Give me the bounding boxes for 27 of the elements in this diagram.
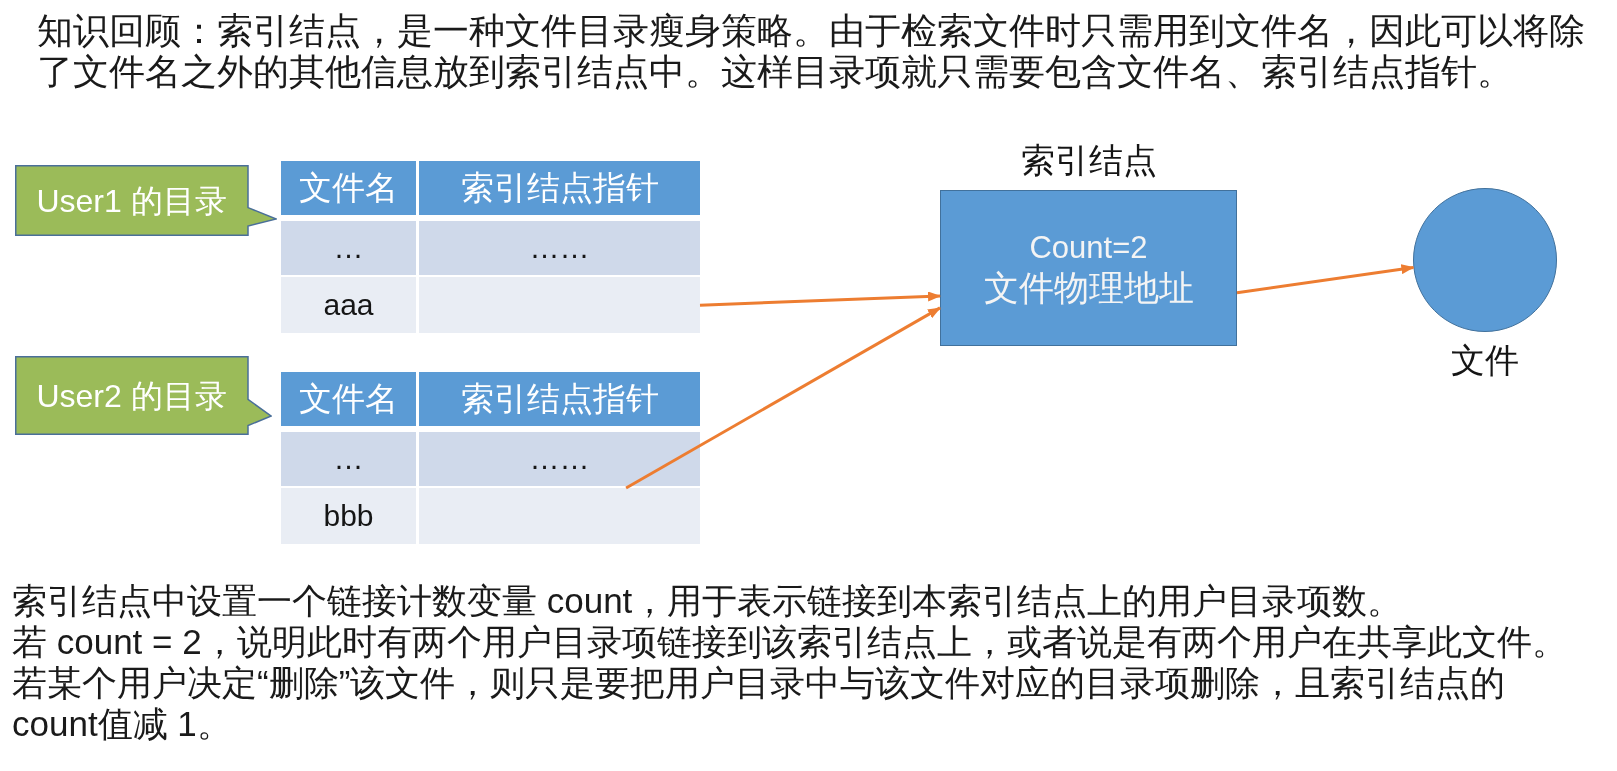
note-text: 知识回顾：索引结点，是一种文件目录瘦身策略。由于检索文件时只需用到文件名，因此可以将除了文件名之外的其他信息放到索引结点中。这样目录项就只需要包含文件名、索引结点指针。: [37, 11, 1586, 93]
note-text: 若某个用户决定“删除”该文件，则只是要把用户目录中与该文件对应的目录项删除，且索引结点的count值减 1。: [12, 662, 1507, 744]
arrow: [699, 291, 941, 307]
column-header: 文件名: [281, 161, 416, 215]
pointer-cell: [419, 277, 700, 333]
node-heading: 索引结点: [1020, 140, 1157, 181]
table-cell: …: [281, 432, 416, 486]
column-header: 索引结点指针: [419, 372, 700, 426]
circle-caption: 文件: [1451, 340, 1519, 380]
arrow: [1236, 264, 1415, 295]
node-text: 文件物理地址: [983, 268, 1194, 308]
pointer-cell: [419, 488, 700, 544]
callout-label: User2 的目录: [36, 376, 227, 416]
callout-box: [15, 356, 272, 435]
node-text: Count=2: [1029, 229, 1148, 267]
callout-box: [15, 165, 277, 236]
table-cell: ……: [419, 221, 700, 275]
column-header: 索引结点指针: [419, 161, 700, 215]
column-header: 文件名: [281, 372, 416, 426]
table-cell: aaa: [281, 277, 416, 333]
note-text: 索引结点中设置一个链接计数变量 count，用于表示链接到本索引结点上的用户目录项数。: [12, 580, 1404, 621]
table-cell: ……: [419, 432, 700, 486]
table-cell: bbb: [281, 488, 416, 544]
callout-label: User1 的目录: [36, 181, 227, 221]
arrow: [625, 306, 941, 490]
table-cell: …: [281, 221, 416, 275]
note-text: 若 count = 2，说明此时有两个用户目录项链接到该索引结点上，或者说是有两个用户在共享此文件。: [12, 621, 1568, 662]
